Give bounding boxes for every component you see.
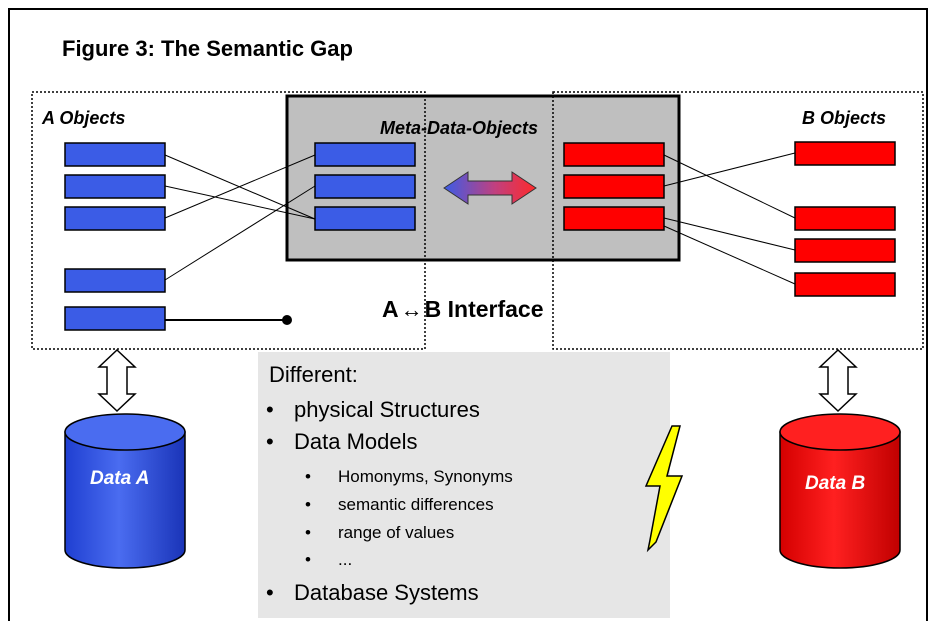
lightning-icon: [644, 425, 684, 553]
data-b-cylinder-icon: [779, 413, 901, 569]
a-objects-label: A Objects: [42, 108, 126, 128]
bullet-icon: •: [266, 429, 274, 454]
difference-item-text: physical Structures: [294, 397, 480, 422]
a-object-box: [64, 142, 166, 167]
difference-item-text: Database Systems: [294, 580, 479, 605]
difference-subitem: • Homonyms, Synonyms: [305, 467, 513, 487]
meta-objects-label: Meta-Data-Objects: [380, 118, 539, 138]
b-objects-region: [552, 91, 924, 350]
meta-red-object-box: [563, 206, 665, 231]
difference-subitem-text: Homonyms, Synonyms: [338, 467, 513, 486]
b-object-box: [794, 272, 896, 297]
figure-title: Figure 3: The Semantic Gap: [62, 36, 353, 61]
bullet-icon: •: [266, 580, 274, 605]
interface-right-label: B Interface: [424, 296, 544, 322]
a-interface-endpoint: [282, 315, 292, 325]
difference-item: • physical Structures: [266, 397, 480, 423]
a-vertical-arrow-icon: [97, 348, 137, 413]
b-vertical-arrow-icon: [818, 348, 858, 413]
bullet-icon: •: [305, 550, 311, 569]
data-a-label: Data A: [90, 468, 150, 489]
meta-red-object-box: [563, 142, 665, 167]
b-object-box: [794, 206, 896, 231]
b-object-box: [794, 141, 896, 166]
meta-blue-object-box: [314, 142, 416, 167]
a-object-box: [64, 206, 166, 231]
difference-item: • Database Systems: [266, 580, 479, 606]
mapping-arrow-icon: [443, 171, 537, 205]
a-object-box: [64, 174, 166, 199]
meta-blue-object-box: [314, 174, 416, 199]
data-a-cylinder-icon: [64, 413, 186, 569]
b-objects-label: B Objects: [802, 108, 887, 128]
b-object-box: [794, 238, 896, 263]
difference-subitem: •...: [305, 550, 352, 570]
data-b-label: Data B: [805, 473, 866, 494]
a-object-box: [64, 306, 166, 331]
bullet-icon: •: [305, 467, 311, 486]
double-arrow-icon: ↔: [400, 296, 423, 322]
difference-item-text: Data Models: [294, 429, 418, 454]
meta-red-object-box: [563, 174, 665, 199]
bullet-icon: •: [305, 495, 311, 514]
interface-left-label: A: [382, 296, 399, 322]
difference-subitem-text: range of values: [338, 523, 455, 542]
meta-blue-object-box: [314, 206, 416, 231]
difference-subitem: • range of values: [305, 523, 454, 543]
a-objects-region: [31, 91, 426, 350]
difference-subitem: • semantic differences: [305, 495, 494, 515]
bullet-icon: •: [266, 397, 274, 422]
connector-lines: [164, 152, 796, 285]
figure-frame: [8, 8, 928, 621]
interface-label: A ↔ B Interface: [382, 296, 544, 323]
differences-box: Different: • physical Structures • Data Mo…: [258, 352, 684, 618]
bullet-icon: •: [305, 523, 311, 542]
difference-subitem-text: ...: [338, 550, 353, 569]
differences-heading: Different:: [269, 362, 358, 387]
a-object-box: [64, 268, 166, 293]
difference-item: • Data Models: [266, 429, 418, 455]
difference-subitem-text: semantic differences: [338, 495, 494, 514]
